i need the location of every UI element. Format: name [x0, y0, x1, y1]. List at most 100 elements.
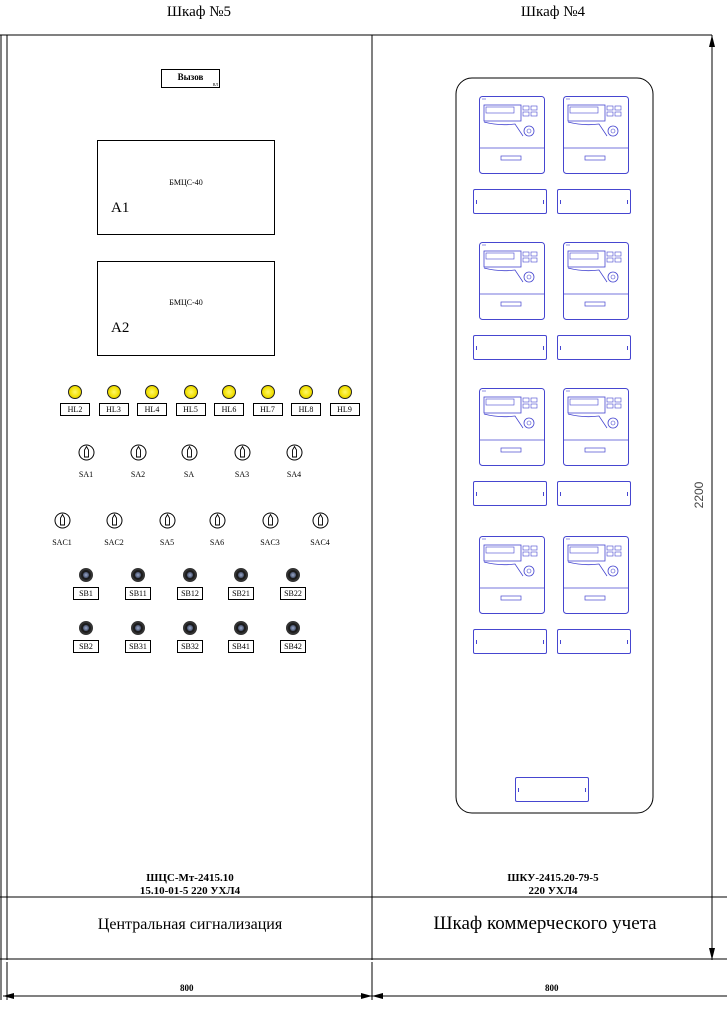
switch-sac1[interactable] — [54, 512, 71, 529]
push-button-sb41[interactable] — [234, 621, 248, 635]
energy-meter-r4-c1 — [479, 536, 545, 614]
meter-label-plate-r2-c2 — [557, 335, 631, 360]
push-button-sb2[interactable] — [79, 621, 93, 635]
call-button-label: Вызов — [177, 72, 204, 82]
indicator-lamp-hl6 — [222, 385, 236, 399]
switch-sa4[interactable] — [286, 444, 303, 461]
right-model-line1: ШКУ-2415.20-79-5 — [507, 872, 599, 884]
lamp-tag-hl8: HL8 — [291, 403, 321, 416]
lamp-tag-hl5: HL5 — [175, 403, 206, 416]
button-tag-sb21: SB21 — [228, 587, 254, 600]
button-tag-sb1: SB1 — [73, 587, 99, 600]
right-cabinet-signature: Шкаф коммерческого учета — [433, 913, 657, 934]
meter-label-plate-r4-c2 — [557, 629, 631, 654]
lamp-tag-hl4: HL4 — [137, 403, 167, 416]
indicator-lamp-hl3 — [106, 385, 121, 399]
indicator-lamp-hl4 — [145, 385, 159, 399]
switch-sa5[interactable] — [159, 512, 176, 529]
switch-sac4[interactable] — [312, 512, 329, 529]
indicator-lamp-hl7 — [260, 385, 275, 399]
block-a1-caption: БМЦС-40 — [169, 178, 203, 187]
lamp-tag-hl6: HL6 — [214, 403, 244, 416]
push-button-sb11[interactable] — [131, 568, 145, 582]
switch-label-sa1: SA1 — [78, 470, 94, 479]
lamp-tag-hl2: HL2 — [60, 403, 90, 416]
switch-sa6[interactable] — [209, 512, 226, 529]
block-a2-caption: БМЦС-40 — [169, 298, 203, 307]
meter-label-plate-r1-c1 — [473, 189, 547, 214]
meter-label-plate-r1-c2 — [557, 189, 631, 214]
push-button-sb22[interactable] — [286, 568, 300, 582]
switch-label-sa: SA — [183, 470, 195, 479]
meter-label-plate-r3-c1 — [473, 481, 547, 506]
left-model-line2: 15.10-01-5 220 УХЛ4 — [139, 885, 241, 897]
switch-sa3[interactable] — [234, 444, 251, 461]
block-a1: БМЦС-40 A1 — [97, 140, 275, 235]
meter-label-plate-r2-c1 — [473, 335, 547, 360]
right-model-line2: 220 УХЛ4 — [528, 885, 578, 897]
push-button-sb31[interactable] — [131, 621, 145, 635]
meter-label-plate-r4-c1 — [473, 629, 547, 654]
button-tag-sb31: SB31 — [125, 640, 151, 653]
button-tag-sb12: SB12 — [177, 587, 203, 600]
left-cabinet-header: Шкаф №5 — [166, 4, 232, 20]
dim-arrow-right-a — [372, 993, 383, 999]
right-cabinet-header: Шкаф №4 — [520, 4, 586, 20]
push-button-sb12[interactable] — [183, 568, 197, 582]
push-button-sb32[interactable] — [183, 621, 197, 635]
switch-label-sa3: SA3 — [234, 470, 250, 479]
button-tag-sb22: SB22 — [280, 587, 306, 600]
button-tag-sb42: SB42 — [280, 640, 306, 653]
button-tag-sb41: SB41 — [228, 640, 254, 653]
switch-label-sa4: SA4 — [286, 470, 302, 479]
switch-label-sac4: SAC4 — [310, 538, 330, 547]
block-a1-designation: A1 — [111, 200, 130, 216]
indicator-lamp-hl9 — [337, 385, 352, 399]
bottom-label-plate — [515, 777, 589, 802]
push-button-sb21[interactable] — [234, 568, 248, 582]
push-button-sb42[interactable] — [286, 621, 300, 635]
energy-meter-r2-c2 — [563, 242, 629, 320]
dim-arrow-left-a — [3, 993, 14, 999]
switch-label-sa2: SA2 — [130, 470, 146, 479]
switch-label-sa6: SA6 — [209, 538, 225, 547]
energy-meter-r1-c1 — [479, 96, 545, 174]
button-tag-sb2: SB2 — [73, 640, 99, 653]
block-a2-designation: A2 — [111, 320, 130, 336]
switch-sa[interactable] — [181, 444, 198, 461]
left-model-line1: ШЦС-Мт-2415.10 — [146, 872, 234, 884]
indicator-lamp-hl5 — [183, 385, 198, 399]
dim-arrow-left-b — [361, 993, 372, 999]
energy-meter-r3-c1 — [479, 388, 545, 466]
left-model-text: ШЦС-Мт-2415.10 15.10-01-5 220 УХЛ4 — [90, 872, 290, 898]
lamp-tag-hl9: HL9 — [329, 403, 360, 416]
left-width-dimension: 800 — [180, 983, 194, 993]
push-button-sb1[interactable] — [79, 568, 93, 582]
right-width-dimension: 800 — [545, 983, 559, 993]
energy-meter-r1-c2 — [563, 96, 629, 174]
button-tag-sb11: SB11 — [125, 587, 151, 600]
left-cabinet-signature: Центральная сигнализация — [97, 916, 283, 933]
switch-label-sa5: SA5 — [159, 538, 175, 547]
switch-label-sac2: SAC2 — [104, 538, 124, 547]
switch-sac2[interactable] — [106, 512, 123, 529]
indicator-lamp-hl8 — [299, 385, 313, 399]
meter-label-plate-r3-c2 — [557, 481, 631, 506]
lamp-tag-hl7: HL7 — [252, 403, 283, 416]
switch-sa2[interactable] — [130, 444, 147, 461]
meter-panel — [455, 77, 654, 814]
energy-meter-r2-c1 — [479, 242, 545, 320]
switch-label-sac1: SAC1 — [52, 538, 72, 547]
call-button-sublabel: ВЛ — [212, 82, 218, 87]
energy-meter-r3-c2 — [563, 388, 629, 466]
height-arrow-top — [709, 35, 715, 47]
indicator-lamp-hl2 — [68, 385, 82, 399]
switch-sac3[interactable] — [262, 512, 279, 529]
call-button[interactable]: Вызов ВЛ — [161, 69, 220, 88]
switch-label-sac3: SAC3 — [260, 538, 280, 547]
block-a2: БМЦС-40 A2 — [97, 261, 275, 356]
switch-sa1[interactable] — [78, 444, 95, 461]
energy-meter-r4-c2 — [563, 536, 629, 614]
height-dimension: 2200 — [692, 481, 706, 509]
